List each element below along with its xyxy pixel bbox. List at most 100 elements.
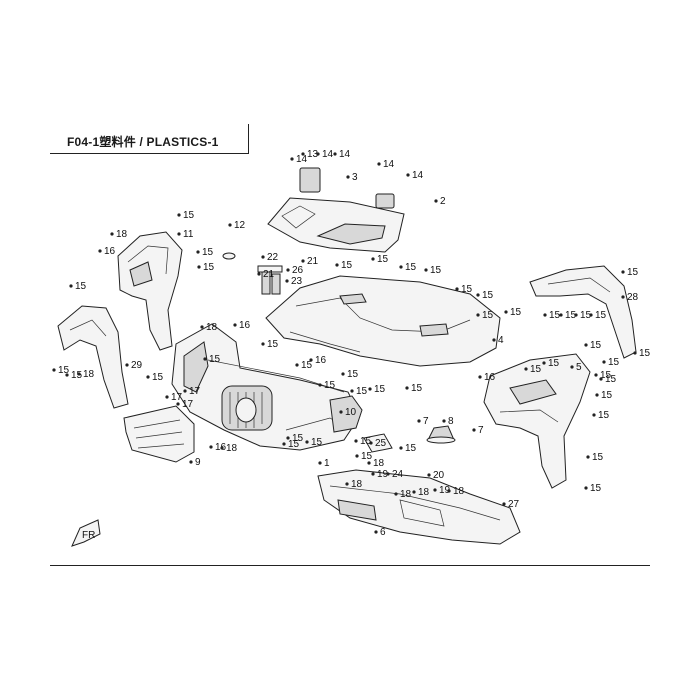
fastener-dot xyxy=(228,223,232,227)
callout-label: 15 xyxy=(341,260,353,271)
front-nose-part xyxy=(171,323,361,451)
callout-label: 18 xyxy=(206,322,218,333)
callout-label: 5 xyxy=(576,362,582,373)
fastener-dot xyxy=(335,263,339,267)
bracket-cluster-part xyxy=(257,265,283,295)
bottom-border xyxy=(50,565,650,566)
fastener-dot xyxy=(406,173,410,177)
fastener-dot xyxy=(595,393,599,397)
callout-label: 10 xyxy=(345,407,357,418)
small-cover-part xyxy=(363,433,393,453)
fastener-dot xyxy=(594,373,598,377)
fastener-dot xyxy=(524,367,528,371)
fastener-dot xyxy=(333,152,337,156)
callout-label: 17 xyxy=(171,392,183,403)
callout-label: 15 xyxy=(530,364,542,375)
fastener-dot xyxy=(399,446,403,450)
callout-label: 18 xyxy=(226,443,238,454)
fastener-dot xyxy=(183,389,187,393)
fastener-dot xyxy=(502,502,506,506)
fastener-dot xyxy=(309,358,313,362)
callout-label: 17 xyxy=(189,386,201,397)
callout-label: 14 xyxy=(412,170,424,181)
callout-label: 9 xyxy=(195,457,201,468)
callout-label: 3 xyxy=(352,172,358,183)
callout-label: 7 xyxy=(478,425,484,436)
fastener-dot xyxy=(447,489,451,493)
fastener-dot xyxy=(377,162,381,166)
callout-label: 15 xyxy=(461,284,473,295)
fastener-dot xyxy=(52,368,56,372)
callout-label: 15 xyxy=(374,384,386,395)
callout-label: 15 xyxy=(590,483,602,494)
callout-label: 15 xyxy=(405,262,417,273)
callout-label: 23 xyxy=(291,276,303,287)
callout-label: 11 xyxy=(183,229,194,240)
callout-label: 8 xyxy=(448,416,454,427)
callout-label: 15 xyxy=(361,451,373,462)
fastener-dot xyxy=(492,338,496,342)
fastener-dot xyxy=(203,357,207,361)
fastener-dot xyxy=(589,313,593,317)
fastener-dot xyxy=(110,232,114,236)
fastener-dot xyxy=(427,473,431,477)
callout-label: 12 xyxy=(234,220,246,231)
callout-label: 14 xyxy=(339,149,351,160)
fastener-dot xyxy=(542,361,546,365)
callout-label: 15 xyxy=(377,254,389,265)
callout-label: 15 xyxy=(71,370,83,381)
callout-label: 20 xyxy=(433,470,445,481)
callout-label: 16 xyxy=(315,355,327,366)
callout-label: 15 xyxy=(482,310,494,321)
svg-text:FR: FR xyxy=(82,530,95,541)
callout-label: 18 xyxy=(418,487,430,498)
callout-label: 21 xyxy=(307,256,319,267)
callout-label: 15 xyxy=(58,365,70,376)
fastener-dot xyxy=(257,272,261,276)
callout-label: 17 xyxy=(182,399,194,410)
right-rear-fender-part xyxy=(529,265,637,359)
callout-label: 15 xyxy=(356,386,368,397)
callout-label: 15 xyxy=(595,310,607,321)
fastener-dot xyxy=(599,377,603,381)
callout-label: 15 xyxy=(360,436,372,447)
fastener-dot xyxy=(417,419,421,423)
fastener-dot xyxy=(69,284,73,288)
fastener-dot xyxy=(77,372,81,376)
fastener-dot xyxy=(177,232,181,236)
callout-label: 15 xyxy=(430,265,442,276)
callout-label: 18 xyxy=(453,486,465,497)
callout-label: 2 xyxy=(440,196,446,207)
fastener-dot xyxy=(405,386,409,390)
fastener-dot xyxy=(290,157,294,161)
fastener-dot xyxy=(570,365,574,369)
callout-label: 15 xyxy=(75,281,87,292)
fastener-dot xyxy=(189,460,193,464)
fastener-dot xyxy=(586,455,590,459)
front-guard-part xyxy=(123,405,195,463)
callout-label: 15 xyxy=(288,439,300,450)
fastener-dot xyxy=(345,482,349,486)
fastener-dot xyxy=(261,342,265,346)
fastener-dot xyxy=(197,265,201,269)
front-direction-arrow-icon: FR xyxy=(71,519,101,547)
fastener-dot xyxy=(584,486,588,490)
fastener-dot xyxy=(200,325,204,329)
title-underline xyxy=(50,153,248,154)
callout-label: 15 xyxy=(292,433,304,444)
fastener-dot xyxy=(371,257,375,261)
callout-label: 28 xyxy=(627,292,639,303)
fastener-dot xyxy=(543,313,547,317)
fastener-dot xyxy=(355,454,359,458)
fastener-dot xyxy=(301,152,305,156)
callout-label: 15 xyxy=(601,390,613,401)
fastener-dot xyxy=(220,446,224,450)
fastener-dot xyxy=(146,375,150,379)
callout-label: 15 xyxy=(311,437,323,448)
fastener-dot xyxy=(559,313,563,317)
callout-label: 15 xyxy=(347,369,359,380)
fastener-dot xyxy=(98,249,102,253)
grommet-part xyxy=(222,252,236,260)
